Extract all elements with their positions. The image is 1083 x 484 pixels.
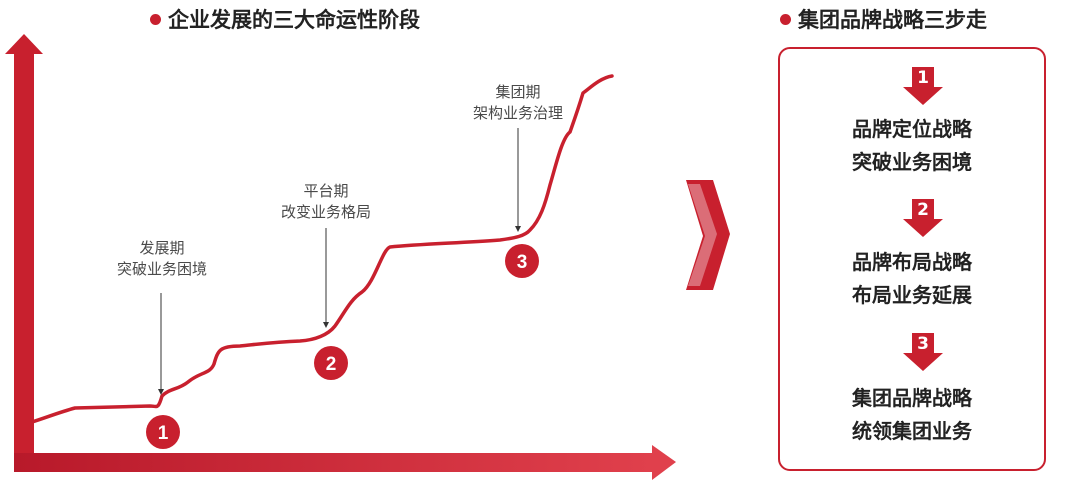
stage-3-pointer	[515, 128, 521, 232]
stage-1-number: 1	[158, 423, 169, 444]
step-1-text: 品牌定位战略 突破业务困境	[780, 113, 1044, 179]
step-3-number: 3	[917, 334, 929, 354]
stage-3-number: 3	[517, 252, 528, 273]
step-2-line2: 布局业务延展	[852, 283, 972, 307]
title-bullet-dot	[780, 13, 791, 25]
step-3-line1: 集团品牌战略	[852, 386, 972, 410]
step-3-arrow-icon: 3	[903, 333, 943, 371]
step-1-number: 1	[917, 68, 929, 88]
stage-2-number: 2	[326, 354, 337, 375]
left-section-title: 企业发展的三大命运性阶段	[150, 4, 420, 34]
title-bullet-dot	[150, 13, 161, 25]
strategy-steps-panel: 1 品牌定位战略 突破业务困境 2 品牌布局战略 布局业务延展 3 集团品牌战略…	[778, 47, 1046, 471]
x-axis-arrow	[14, 445, 676, 480]
step-1-line2: 突破业务困境	[852, 150, 972, 174]
stage-2-label: 平台期 改变业务格局	[264, 181, 388, 223]
growth-curve	[30, 74, 614, 424]
stage-3-label: 集团期 架构业务治理	[456, 82, 580, 124]
step-2-arrow-icon: 2	[903, 199, 943, 237]
stage-1-badge: 1	[146, 415, 180, 449]
stage-3-desc: 架构业务治理	[472, 104, 563, 122]
step-1-line1: 品牌定位战略	[852, 117, 972, 141]
y-axis-arrow	[5, 34, 43, 472]
stage-2-pointer	[323, 228, 329, 328]
stage-1-name: 发展期	[139, 239, 185, 257]
stage-3-badge: 3	[505, 244, 539, 278]
stage-1-label: 发展期 突破业务困境	[100, 238, 224, 280]
step-3-text: 集团品牌战略 统领集团业务	[780, 382, 1044, 448]
stage-3-name: 集团期	[495, 83, 541, 101]
stage-2-name: 平台期	[303, 182, 349, 200]
step-1-arrow-icon: 1	[903, 67, 943, 105]
stage-2-desc: 改变业务格局	[280, 203, 371, 221]
step-3-line2: 统领集团业务	[852, 419, 972, 443]
step-2-number: 2	[917, 200, 929, 220]
step-2-line1: 品牌布局战略	[852, 250, 972, 274]
stage-1-pointer	[158, 293, 164, 395]
chevron-right-icon	[686, 180, 730, 290]
right-title-text: 集团品牌战略三步走	[798, 8, 987, 32]
stage-1-desc: 突破业务困境	[116, 260, 207, 278]
right-section-title: 集团品牌战略三步走	[780, 4, 987, 34]
left-title-text: 企业发展的三大命运性阶段	[168, 8, 420, 32]
step-2-text: 品牌布局战略 布局业务延展	[780, 246, 1044, 312]
stage-2-badge: 2	[314, 346, 348, 380]
